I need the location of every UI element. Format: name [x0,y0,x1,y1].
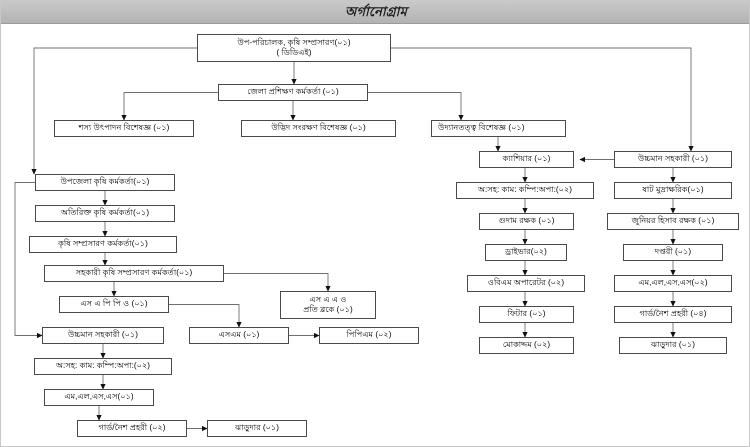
node-label: ফিটার (০১) [507,309,546,319]
node-label: গার্ড/নৈশ প্রহরী (০২) [98,423,166,433]
node-steno-typist[interactable]: ষাট মুদ্রাক্ষরিক(০১) [614,182,732,199]
node-mokaddam[interactable]: মোকাদ্দম (০২) [479,337,574,354]
node-label: ওবিএম অপারেটর (০২) [487,278,565,288]
node-label: ড্রাইভার(০২) [505,247,547,257]
node-sublabel: প্রতি ব্লকে (০১) [303,305,353,314]
node-saao-per-block[interactable]: এস এ এ ও প্রতি ব্লকে (০১) [280,291,376,319]
node-mlss-left[interactable]: এম,এল,এস,এস(০১) [44,389,154,406]
node-label: কৃষি সম্প্রসারণ কর্মকর্তা(০১) [58,239,148,249]
node-guard-night-watchman-right[interactable]: গার্ড/নৈশ প্রহরী (০৪) [614,306,732,323]
node-deputy-director[interactable]: উপ-পরিচালক, কৃষি সম্প্রসারণ(০১) ( ডিডিএই… [197,34,391,62]
node-label: অ:সহ: কাম: কম্পি:অপা:(০২) [55,361,151,371]
node-guard-night-watchman-left[interactable]: গার্ড/নৈশ প্রহরী (০২) [77,420,187,437]
node-label: উচ্চমান সহকারী (০১) [67,330,139,340]
title-banner: অর্গানোগ্রাম [1,1,749,24]
node-high-assistant-right[interactable]: উচ্চমান সহকারী (০১) [614,151,732,168]
node-sublabel: ( ডিডিএই) [276,48,312,57]
node-label: এসএম (০১) [218,330,260,340]
node-sweeper-left[interactable]: ঝাড়ুদার (০১) [207,420,307,437]
node-junior-accountant[interactable]: জুনিয়র হিসাব রক্ষক (০১) [607,213,739,230]
node-label: এস এ এ ও [309,294,347,304]
organogram-chart: উপ-পরিচালক, কৃষি সম্প্রসারণ(০১) ( ডিডিএই… [1,24,749,446]
node-mlss-right[interactable]: এম,এল,এস,এস(০২) [614,275,732,292]
node-label: ঝাড়ুদার (০১) [235,423,279,433]
node-district-training-officer[interactable]: জেলা প্রশিক্ষণ কর্মকর্তা (০১) [218,84,368,101]
connector-lines [14,47,694,432]
node-label: অ:সহ: কাম: কম্পি:অপা:(০২) [477,185,573,195]
node-cashier[interactable]: ক্যাশিয়ার (০১) [479,151,574,168]
node-obm-operator[interactable]: ওবিএম অপারেটর (০২) [467,275,585,292]
node-label: উদ্যানতত্ত্ব বিশেষজ্ঞ (০১) [438,123,525,133]
node-label: উপ-পরিচালক, কৃষি সম্প্রসারণ(০১) [237,37,351,47]
node-label: শস্য উৎপাদন বিশেষজ্ঞ (০১) [78,123,170,133]
node-horticulture-specialist[interactable]: উদ্যানতত্ত্ব বিশেষজ্ঞ (০১) [431,120,566,137]
node-assistant-agriculture-extension-officer[interactable]: সহকারী কৃষি সম্প্রসারণ কর্মকর্তা(০১) [44,265,224,282]
node-label: মোকাদ্দম (০২) [502,340,551,350]
node-upazila-agriculture-officer[interactable]: উপজেলা কৃষি কর্মকর্তা(০১) [35,174,175,191]
node-additional-agriculture-officer[interactable]: অতিরিক্ত কৃষি কর্মকর্তা(০১) [35,205,175,222]
node-label: দপ্তরী (০১) [654,247,692,257]
node-daptari[interactable]: দপ্তরী (০১) [623,244,723,261]
node-plant-protection-specialist[interactable]: উদ্ভিদ সংরক্ষণ বিশেষজ্ঞ (০১) [241,120,396,137]
node-label: উচ্চমান সহকারী (০১) [637,154,709,164]
node-agriculture-extension-officer[interactable]: কৃষি সম্প্রসারণ কর্মকর্তা(০১) [29,236,177,253]
page-title: অর্গানোগ্রাম [344,4,408,19]
node-sappo[interactable]: এস এ পি পি ও (০১) [59,296,169,313]
node-label: এম,এল,এস,এস(০২) [638,278,708,288]
node-sweeper-right[interactable]: ঝাড়ুদার (০১) [619,337,727,354]
node-ppm[interactable]: পিপিএম (০২) [319,327,419,344]
node-label: জেলা প্রশিক্ষণ কর্মকর্তা (০১) [247,87,339,97]
node-label: এস এ পি পি ও (০১) [80,299,148,309]
node-label: উপজেলা কৃষি কর্মকর্তা(০১) [60,177,150,187]
node-fitter[interactable]: ফিটার (০১) [479,306,574,323]
node-label: এম,এল,এস,এস(০১) [64,392,134,402]
node-label: জুনিয়র হিসাব রক্ষক (০১) [631,216,715,226]
node-high-assistant-left[interactable]: উচ্চমান সহকারী (০১) [42,327,164,344]
node-label: গুদাম রক্ষক (০১) [498,216,555,226]
node-label: ক্যাশিয়ার (০১) [502,154,551,164]
node-label: ঝাড়ুদার (০১) [651,340,695,350]
node-storekeeper[interactable]: গুদাম রক্ষক (০১) [479,213,574,230]
node-label: ষাট মুদ্রাক্ষরিক(০১) [642,185,704,195]
node-label: পিপিএম (০২) [346,330,392,340]
node-label: উদ্ভিদ সংরক্ষণ বিশেষজ্ঞ (০১) [271,123,366,133]
node-driver[interactable]: ড্রাইভার(০২) [485,244,567,261]
node-sm[interactable]: এসএম (০১) [189,327,289,344]
node-label: গার্ড/নৈশ প্রহরী (০৪) [639,309,707,319]
node-label: অতিরিক্ত কৃষি কর্মকর্তা(০১) [60,208,150,218]
node-crop-production-specialist[interactable]: শস্য উৎপাদন বিশেষজ্ঞ (০১) [54,120,194,137]
node-label: সহকারী কৃষি সম্প্রসারণ কর্মকর্তা(০১) [75,268,193,278]
node-office-assistant-computer-operator-left[interactable]: অ:সহ: কাম: কম্পি:অপা:(০২) [34,358,172,375]
node-office-assistant-computer-operator-mid[interactable]: অ:সহ: কাম: কম্পি:অপা:(০২) [456,182,594,199]
